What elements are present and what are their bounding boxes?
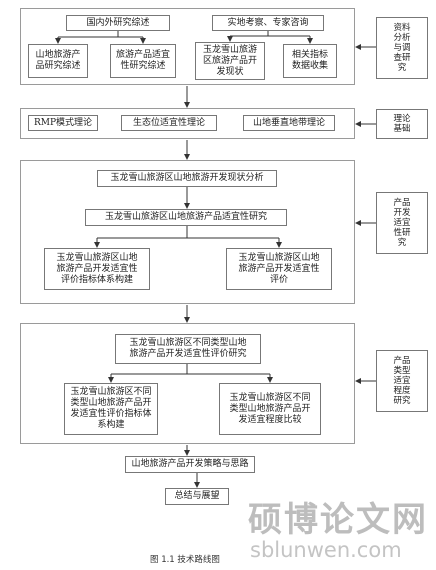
field-survey-box: 实地考察、专家咨询 bbox=[212, 15, 324, 31]
conclusion-box: 总结与展望 bbox=[165, 488, 229, 505]
figure-caption: 图 1.1 技术路线图 bbox=[150, 555, 220, 565]
strategy-box: 山地旅游产品开发策略与思路 bbox=[125, 456, 255, 473]
side-label-product-study: 产品 开发 适宜 性研 究 bbox=[376, 192, 428, 254]
literature-review-box: 国内外研究综述 bbox=[66, 15, 170, 31]
index-system-box: 玉龙雪山旅游区山地 旅游产品开发适宜性 评价指标体系构建 bbox=[44, 248, 150, 290]
side-label-type-study: 产品 类型 适宜 程度 研究 bbox=[376, 350, 428, 412]
status-quo-box: 玉龙雪山旅游 区旅游产品开 发现状 bbox=[195, 42, 265, 80]
vertical-zone-theory-box: 山地垂直地带理论 bbox=[243, 115, 335, 131]
mountain-tourism-review-box: 山地旅游产 品研究综述 bbox=[28, 44, 88, 78]
side-label-theory-basis: 理论 基础 bbox=[376, 109, 428, 139]
evaluation-box: 玉龙雪山旅游区山地 旅游产品开发适宜性 评价 bbox=[226, 248, 332, 290]
rmp-theory-box: RMP模式理论 bbox=[28, 115, 98, 131]
status-analysis-box: 玉龙雪山旅游区山地旅游开发现状分析 bbox=[97, 170, 277, 187]
indicator-data-box: 相关指标 数据收集 bbox=[283, 44, 337, 78]
suitability-review-box: 旅游产品适宜 性研究综述 bbox=[110, 44, 176, 78]
watermark-logo-text: 硕博论文网 bbox=[248, 500, 428, 540]
suitability-research-box: 玉龙雪山旅游区山地旅游产品适宜性研究 bbox=[85, 209, 287, 226]
type-compare-box: 玉龙雪山旅游区不同 类型山地旅游产品开 发适宜程度比较 bbox=[219, 383, 321, 435]
watermark-url: sblunwen.com bbox=[250, 538, 402, 562]
niche-theory-box: 生态位适宜性理论 bbox=[121, 115, 217, 131]
type-research-box: 玉龙雪山旅游区不同类型山地 旅游产品开发适宜性评价研究 bbox=[115, 334, 261, 364]
side-label-data-analysis: 资料 分析 与调 查研 究 bbox=[376, 17, 428, 79]
type-index-box: 玉龙雪山旅游区不同 类型山地旅游产品开 发适宜性评价指标体 系构建 bbox=[64, 383, 158, 435]
